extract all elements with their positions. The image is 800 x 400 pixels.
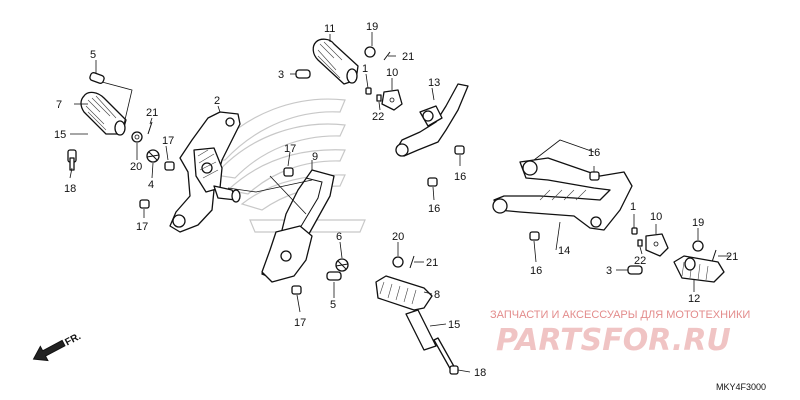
right-plate (645, 233, 669, 257)
callout-11: 11 (324, 23, 335, 35)
callout-5-center: 5 (330, 299, 336, 311)
callout-8: 8 (434, 289, 440, 301)
callout-4: 4 (148, 179, 154, 191)
callout-9: 9 (312, 151, 318, 163)
left-long-bolt (67, 149, 77, 171)
callout-17-left-a: 17 (162, 135, 174, 147)
callout-1-top: 1 (362, 63, 368, 75)
callout-18-left: 18 (64, 183, 76, 195)
callout-17-left-b: 17 (136, 221, 148, 233)
center-footpeg (375, 275, 433, 311)
center-bolt-bottom (291, 285, 302, 295)
callout-17-center-top: 17 (284, 143, 296, 155)
left-washer (131, 131, 143, 143)
right-washer (692, 240, 704, 252)
callout-14: 14 (558, 245, 570, 257)
callout-21-center: 21 (426, 257, 438, 269)
callout-19-right: 19 (692, 217, 704, 229)
watermark-brand: PARTSFOR.RU (496, 323, 731, 358)
top-small-pin (365, 87, 372, 95)
center-footpeg-pin (326, 271, 342, 281)
wing-logo-watermark (203, 98, 366, 233)
callout-7: 7 (56, 99, 62, 111)
callout-20-center: 20 (392, 231, 404, 243)
callout-3-right: 3 (606, 265, 612, 277)
top-cotter-pin (383, 51, 391, 61)
diagram-code: MKY4F3000 (716, 382, 766, 392)
center-spring (335, 258, 349, 272)
right-footpeg (673, 255, 725, 283)
left-bolt-a (164, 161, 175, 171)
callout-6: 6 (336, 231, 342, 243)
left-step-bracket (169, 111, 241, 233)
left-footpeg (80, 91, 127, 136)
callout-22-top: 22 (372, 111, 384, 123)
callout-12: 12 (688, 293, 700, 305)
right-small-bolt-a (454, 145, 465, 155)
right-main-bolt-top (589, 171, 600, 181)
front-direction-arrow: FR. (32, 331, 83, 362)
callout-20-left: 20 (130, 161, 142, 173)
callout-16-main-top: 16 (588, 147, 600, 159)
leader-lines (69, 32, 730, 373)
left-footpeg-pin (89, 72, 105, 84)
callout-10-top: 10 (386, 67, 398, 79)
callout-22-right: 22 (634, 255, 646, 267)
callout-18-center: 18 (474, 367, 486, 379)
callout-21-right: 21 (726, 251, 738, 263)
center-bolt-top (283, 167, 294, 177)
callout-19-top: 19 (366, 21, 378, 33)
left-cotter-pin (147, 121, 153, 135)
top-footpeg (312, 38, 359, 85)
callout-10-right: 10 (650, 211, 662, 223)
top-plate (381, 89, 403, 111)
callout-15-center: 15 (448, 319, 460, 331)
callout-21-left: 21 (146, 107, 158, 119)
callout-17-center-bottom: 17 (294, 317, 306, 329)
right-cotter-pin (711, 249, 717, 263)
left-spring (146, 149, 160, 163)
callout-16-small-b: 16 (428, 203, 440, 215)
callout-16-small-a: 16 (454, 171, 466, 183)
center-bracket-plate (261, 225, 313, 283)
top-washer (364, 46, 376, 58)
callout-1-right: 1 (630, 201, 636, 213)
right-main-bracket (492, 157, 633, 231)
callout-5-left: 5 (90, 49, 96, 61)
right-small-bolt-b (427, 177, 438, 187)
right-pin (627, 265, 643, 275)
center-washer (392, 256, 404, 268)
right-ball (637, 239, 643, 247)
left-bolt-b (139, 199, 150, 209)
callout-numbers: 5 7 15 18 2 21 17 20 4 17 17 9 11 19 21 … (54, 21, 738, 379)
center-cotter-pin (409, 255, 415, 269)
right-small-bracket (395, 83, 469, 157)
callout-3-top: 3 (278, 69, 284, 81)
center-long-bolt (433, 337, 459, 375)
callout-21-top: 21 (402, 51, 414, 63)
front-label: FR. (63, 331, 83, 348)
callout-2: 2 (214, 95, 220, 107)
center-collar (405, 309, 437, 351)
callout-13: 13 (428, 77, 440, 89)
top-pin (295, 69, 311, 79)
watermark-tagline: ЗАПЧАСТИ И АКСЕССУАРЫ ДЛЯ МОТОТЕХНИКИ (490, 309, 750, 321)
top-ball (376, 94, 382, 102)
right-main-bolt-bottom (529, 231, 540, 241)
callout-15-left: 15 (54, 129, 66, 141)
callout-16-main-bottom: 16 (530, 265, 542, 277)
right-small-pin (631, 227, 638, 235)
